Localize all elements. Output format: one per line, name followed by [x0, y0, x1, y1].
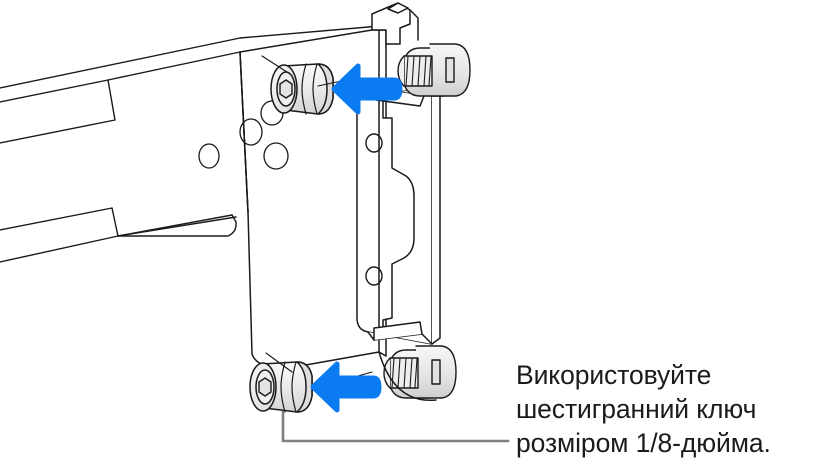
thumbscrew-lower — [249, 361, 313, 413]
bracket-lower-contour — [378, 351, 437, 401]
threaded-post-upper — [397, 43, 471, 97]
rail-body — [0, 25, 381, 263]
arrow-bottom — [310, 361, 382, 413]
callout-line-2: шестигранний ключ — [516, 394, 757, 424]
callout-line-1: Використовуйте — [516, 360, 712, 390]
callout-line-3: розміром 1/8-дюйма. — [516, 428, 771, 458]
callout-text-block: Використовуйте шестигранний ключ розміро… — [516, 358, 814, 460]
bracket-top-tab — [371, 2, 419, 45]
callout-leader-line — [281, 410, 510, 443]
rail-channel — [356, 83, 441, 345]
rail-channel-holes — [365, 133, 383, 286]
arrow-top — [331, 63, 403, 115]
thumbscrew-upper — [270, 63, 334, 115]
threaded-post-lower — [383, 345, 457, 399]
